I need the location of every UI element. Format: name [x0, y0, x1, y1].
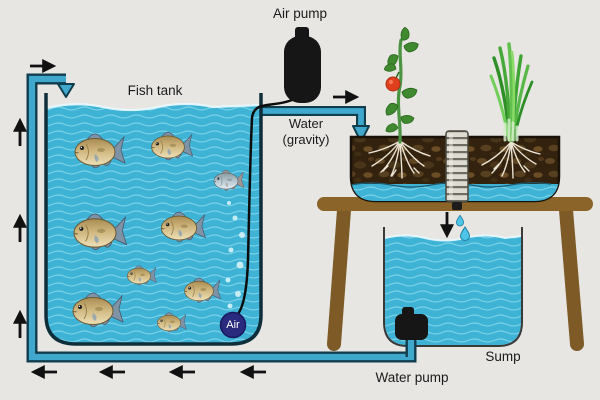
pipe-outlet-arrow — [57, 83, 75, 98]
table-leg-right — [559, 203, 584, 351]
grow-bed — [349, 130, 561, 210]
tomato-roots — [368, 140, 431, 179]
grass-roots — [481, 141, 541, 179]
air-bubbles — [225, 201, 245, 309]
gravity-pipe-arrow — [352, 125, 370, 143]
fish-tank — [44, 93, 263, 346]
table-leg-left — [327, 203, 351, 351]
water-pump — [395, 307, 428, 340]
water-gravity-line2: (gravity) — [282, 131, 330, 147]
gravity-pipe — [255, 106, 370, 143]
standpipe-outlet — [452, 202, 462, 210]
air-system — [219, 27, 321, 339]
air-line — [235, 98, 293, 317]
tomato-plant — [383, 26, 419, 144]
sump-outline — [383, 227, 523, 347]
sump-label: Sump — [485, 349, 521, 364]
sump-tank — [383, 227, 523, 357]
air-pump-label: Air pump — [272, 6, 328, 21]
flow-arrows — [13, 59, 360, 379]
tomato-fruit — [385, 71, 401, 92]
water-gravity-label: Water (gravity) — [263, 116, 349, 147]
tomato-stem — [396, 38, 403, 144]
standpipe — [445, 130, 469, 210]
drip-into-sump — [440, 212, 470, 241]
fish-tank-label: Fish tank — [127, 83, 183, 98]
water-gravity-line1: Water — [288, 116, 324, 131]
fish-tank-outline — [44, 93, 263, 346]
water-pump-label: Water pump — [375, 370, 449, 385]
air-pump-device — [284, 27, 321, 103]
air-stone-badge — [219, 311, 247, 339]
fish-tank-water-surface — [46, 102, 261, 112]
air-stone-label: Air — [226, 319, 240, 331]
grass-plant — [489, 42, 534, 142]
sump-water-surface — [384, 234, 522, 242]
